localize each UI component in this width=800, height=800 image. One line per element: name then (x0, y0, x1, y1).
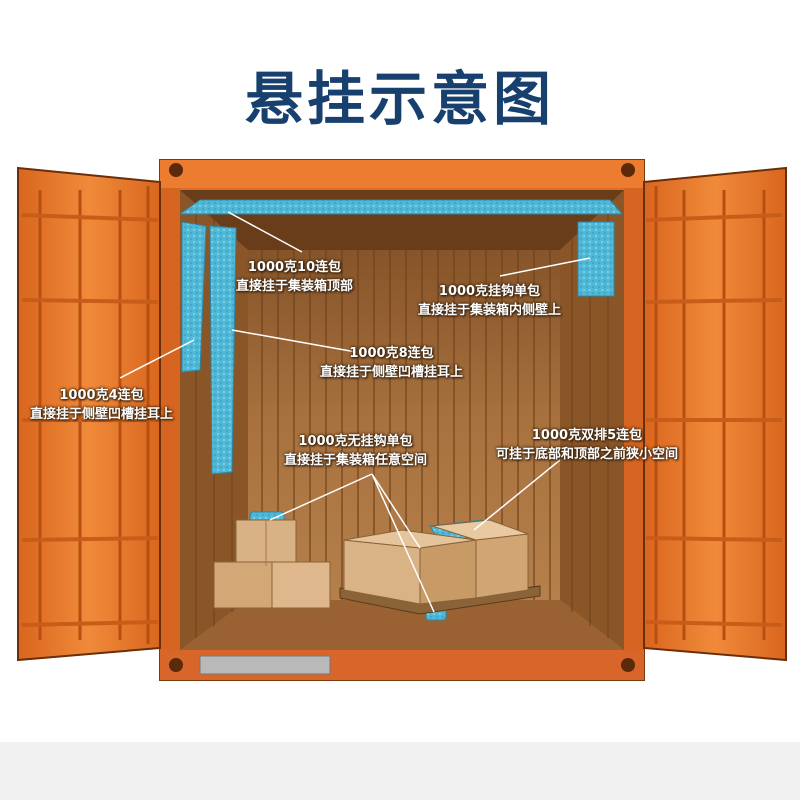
label-no-hook-single-desc: 直接挂于集装箱任意空间 (284, 453, 428, 468)
label-ten-pack-desc: 直接挂于集装箱顶部 (236, 279, 354, 294)
label-double-five-desc: 可挂于底部和顶部之前狭小空间 (496, 447, 679, 462)
label-four-pack: 1000克4连包 直接挂于侧壁凹槽挂耳上 (30, 386, 173, 424)
label-ten-pack: 1000克10连包 直接挂于集装箱顶部 (236, 258, 353, 296)
label-double-five-title: 1000克双排5连包 (531, 428, 643, 443)
label-eight-pack: 1000克8连包 直接挂于侧壁凹槽挂耳上 (320, 344, 463, 382)
label-four-pack-title: 1000克4连包 (59, 388, 144, 403)
label-no-hook-single: 1000克无挂钩单包 直接挂于集装箱任意空间 (284, 432, 427, 470)
label-single-hook-desc: 直接挂于集装箱内侧壁上 (418, 303, 562, 318)
label-eight-pack-title: 1000克8连包 (349, 346, 434, 361)
right-door (643, 166, 787, 662)
left-door (17, 166, 161, 662)
cargo-boxes-left (213, 519, 331, 609)
label-eight-pack-desc: 直接挂于侧壁凹槽挂耳上 (320, 365, 464, 380)
label-single-hook-title: 1000克挂钩单包 (438, 284, 541, 299)
label-double-five: 1000克双排5连包 可挂于底部和顶部之前狭小空间 (496, 426, 678, 464)
bottom-band (0, 742, 800, 800)
label-no-hook-single-title: 1000克无挂钩单包 (298, 434, 413, 449)
label-single-hook: 1000克挂钩单包 直接挂于集装箱内侧壁上 (418, 282, 561, 320)
page-title: 悬挂示意图 (244, 65, 555, 133)
leader-lines (119, 211, 591, 613)
ten-pack-strip (178, 199, 624, 215)
label-four-pack-desc: 直接挂于侧壁凹槽挂耳上 (30, 407, 174, 422)
label-ten-pack-title: 1000克10连包 (247, 260, 342, 275)
cargo-pallet (339, 519, 541, 615)
eight-pack-strip (209, 225, 237, 475)
four-pack-strip (181, 221, 207, 373)
